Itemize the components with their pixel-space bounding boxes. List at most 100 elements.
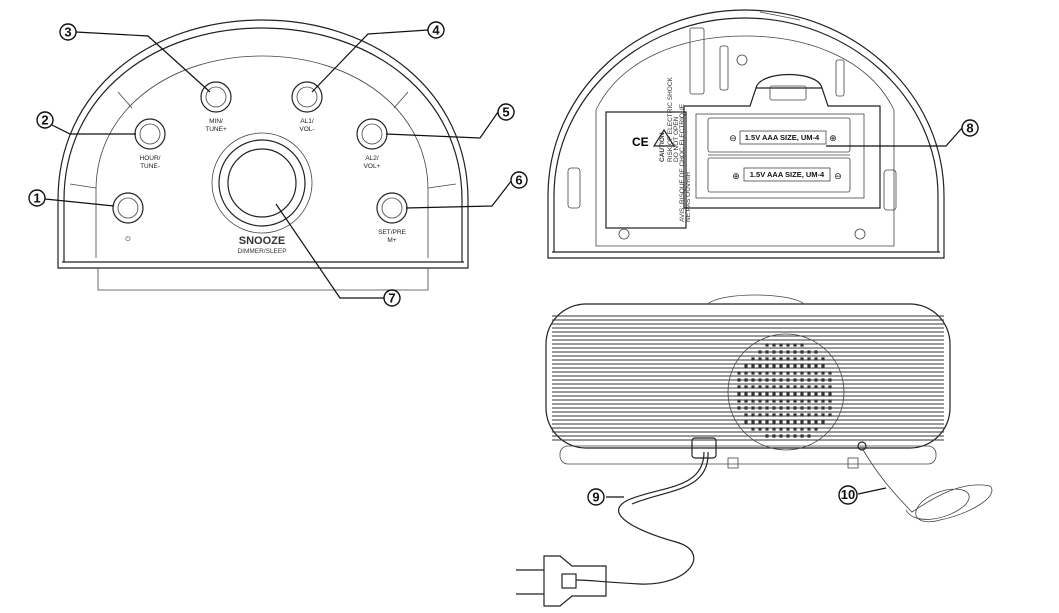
callout-7: 7 — [275, 203, 401, 307]
bottom-grill — [552, 315, 944, 441]
speaker-hole — [779, 427, 783, 431]
speaker-hole — [772, 427, 776, 431]
speaker-hole — [758, 371, 762, 375]
battery-1: ⊖ 1.5V AAA SIZE, UM-4 ⊕ — [707, 117, 851, 153]
speaker-hole — [821, 392, 825, 396]
speaker-hole — [828, 406, 832, 410]
al2-vol-plus-button[interactable] — [356, 118, 388, 150]
callout-5: 5 — [385, 103, 515, 139]
speaker-hole — [828, 399, 832, 403]
caution-text-group: CAUTION RISK OF ELECTRIC SHOCK DO NOT OP… — [659, 76, 692, 222]
speaker-hole — [821, 385, 825, 389]
speaker-hole — [737, 378, 741, 382]
svg-text:5: 5 — [502, 105, 509, 120]
speaker-hole — [744, 371, 748, 375]
speaker-hole — [821, 413, 825, 417]
speaker-hole — [800, 434, 804, 438]
back-panel — [595, 35, 895, 247]
back-slot-top-2 — [835, 59, 845, 97]
bottom-body — [545, 303, 951, 449]
front-panel — [95, 55, 429, 258]
speaker-hole — [821, 357, 825, 361]
speaker-hole — [772, 343, 776, 347]
al1-button-label-2: VOL- — [299, 126, 314, 133]
bottom-foot-right — [847, 457, 859, 469]
speaker-hole — [807, 406, 811, 410]
speaker-grille — [727, 333, 845, 451]
speaker-hole — [793, 343, 797, 347]
min-tune-plus-button[interactable] — [200, 81, 232, 113]
antenna-wire[interactable] — [861, 447, 993, 523]
speaker-hole — [793, 427, 797, 431]
speaker-hole — [821, 371, 825, 375]
hour-button-label-1: HOUR/ — [140, 155, 161, 162]
speaker-hole — [737, 371, 741, 375]
speaker-hole — [793, 392, 797, 396]
speaker-hole — [744, 378, 748, 382]
al2-button-label-2: VOL+ — [364, 163, 381, 170]
speaker-hole — [793, 350, 797, 354]
speaker-hole — [786, 406, 790, 410]
speaker-hole — [814, 392, 818, 396]
speaker-hole — [828, 413, 832, 417]
speaker-hole — [800, 385, 804, 389]
antenna-jack — [857, 441, 867, 451]
battery-compartment[interactable] — [683, 73, 881, 209]
speaker-hole — [737, 385, 741, 389]
speaker-hole — [800, 427, 804, 431]
speaker-hole — [779, 343, 783, 347]
speaker-hole — [814, 371, 818, 375]
speaker-hole — [744, 364, 748, 368]
speaker-hole — [786, 399, 790, 403]
speaker-hole — [765, 399, 769, 403]
back-slot-top-1 — [719, 45, 729, 91]
svg-text:7: 7 — [388, 291, 395, 306]
speaker-hole — [821, 406, 825, 410]
speaker-hole — [828, 385, 832, 389]
speaker-hole — [779, 378, 783, 382]
power-cord[interactable] — [575, 451, 705, 585]
speaker-hole — [807, 434, 811, 438]
speaker-hole — [821, 420, 825, 424]
svg-text:8: 8 — [966, 121, 973, 136]
svg-text:6: 6 — [515, 173, 522, 188]
speaker-hole — [800, 357, 804, 361]
speaker-hole — [758, 364, 762, 368]
speaker-hole — [751, 420, 755, 424]
speaker-hole — [758, 413, 762, 417]
speaker-hole — [772, 385, 776, 389]
speaker-hole — [751, 406, 755, 410]
back-body-inner — [553, 17, 939, 252]
set-pre-button[interactable] — [376, 192, 408, 224]
speaker-hole — [772, 364, 776, 368]
power-plug[interactable] — [516, 555, 607, 607]
speaker-hole — [793, 413, 797, 417]
speaker-hole — [779, 392, 783, 396]
speaker-hole — [793, 434, 797, 438]
front-view: ⏻ HOUR/ TUNE- MIN/ TUNE+ AL1/ VOL- AL2/ … — [28, 19, 528, 307]
speaker-hole — [744, 399, 748, 403]
ce-mark: CE — [632, 135, 649, 149]
speaker-hole — [800, 392, 804, 396]
speaker-hole — [758, 350, 762, 354]
caution-triangle-icon — [652, 128, 676, 147]
svg-text:1.5V AAA SIZE, UM-4: 1.5V AAA SIZE, UM-4 — [745, 133, 820, 142]
al1-vol-minus-button[interactable] — [291, 81, 323, 113]
snooze-button[interactable] — [211, 132, 313, 234]
hour-tune-minus-button[interactable] — [134, 118, 166, 150]
power-button-label: ⏻ — [125, 236, 130, 243]
speaker-hole — [814, 420, 818, 424]
back-foot-right — [854, 228, 866, 240]
speaker-hole — [751, 399, 755, 403]
speaker-hole — [765, 364, 769, 368]
speaker-hole — [772, 406, 776, 410]
speaker-hole — [758, 357, 762, 361]
back-top-ridge — [759, 11, 801, 21]
speaker-hole — [807, 357, 811, 361]
speaker-hole — [807, 420, 811, 424]
power-button[interactable] — [112, 192, 144, 224]
speaker-hole — [751, 364, 755, 368]
callout-10: 10 — [838, 485, 887, 505]
speaker-hole — [758, 406, 762, 410]
speaker-hole — [786, 434, 790, 438]
